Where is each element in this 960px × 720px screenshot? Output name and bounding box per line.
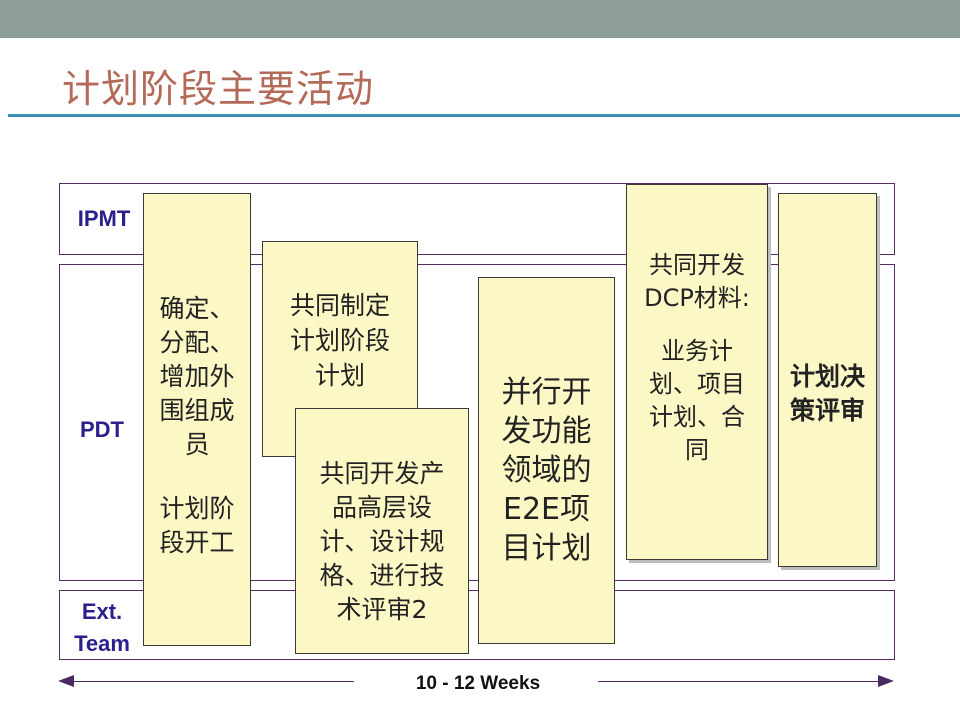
timeline-line-left — [72, 681, 354, 682]
activity-text-plan: 共同制定 计划阶段 计划 — [289, 291, 390, 390]
activity-text-business-plan: 业务计 划、项目 计划、合 同 — [649, 337, 745, 464]
top-banner — [0, 0, 960, 38]
title-underline — [8, 114, 960, 117]
activity-box-e2e-plan: 并行开 发功能 领域的 E2E项 目计划 — [478, 277, 615, 644]
activity-text-team-setup: 确定、 分配、 增加外 围组成 员 — [159, 294, 235, 459]
activity-box-decision-review: 计划决 策评审 — [778, 193, 877, 567]
activity-text-e2e-plan: 并行开 发功能 领域的 E2E项 目计划 — [501, 375, 592, 566]
timeline-arrow-right-icon — [878, 675, 894, 687]
activity-box-dcp-material: 共同开发 DCP材料: 业务计 划、项目 计划、合 同 — [626, 184, 768, 560]
activity-box-team-setup: 确定、 分配、 增加外 围组成 员 计划阶 段开工 — [143, 193, 251, 646]
timeline-arrow-left-icon — [58, 675, 74, 687]
lane-label-ext-team: Ext. Team — [74, 599, 130, 656]
timeline-label: 10 - 12 Weeks — [415, 673, 541, 694]
lane-label-ipmt: IPMT — [77, 206, 131, 231]
activity-text-dcp-material: 共同开发 DCP材料: — [644, 251, 750, 312]
slide-title: 计划阶段主要活动 — [62, 67, 375, 111]
activity-text-high-level-design: 共同开发产 品高层设 计、设计规 格、进行技 术评审2 — [319, 459, 445, 624]
activity-text-decision-review: 计划决 策评审 — [789, 362, 865, 425]
timeline-line-right — [598, 681, 880, 682]
lane-label-pdt: PDT — [80, 417, 124, 442]
activity-box-high-level-design: 共同开发产 品高层设 计、设计规 格、进行技 术评审2 — [295, 408, 469, 654]
activity-text-kickoff: 计划阶 段开工 — [159, 494, 235, 557]
